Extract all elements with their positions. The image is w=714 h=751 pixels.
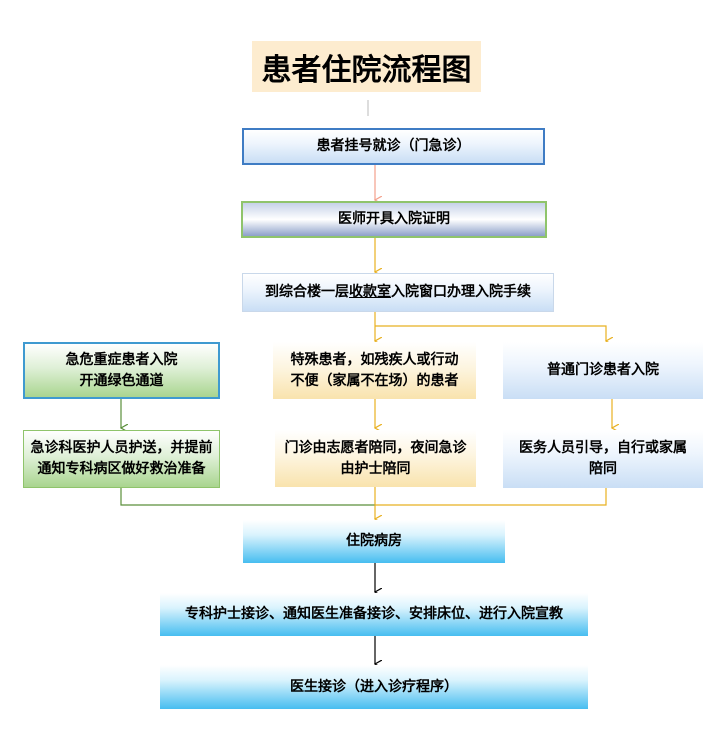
branch-special-action: 门诊由志愿者陪同，夜间急诊 由护士陪同 bbox=[275, 430, 476, 487]
branch-special-title: 特殊患者，如残疾人或行动 不便（家属不在场）的患者 bbox=[273, 342, 476, 399]
page-title: 患者住院流程图 bbox=[252, 41, 481, 92]
branch-emergency-action: 急诊科医护人员护送，并提前 通知专科病区做好救治准备 bbox=[23, 430, 220, 488]
branch-emergency-title: 急危重症患者入院 开通绿色通道 bbox=[23, 342, 220, 399]
arrow-admission-regular bbox=[375, 325, 606, 341]
step-admission-label: 到综合楼一层收款室入院窗口办理入院手续 bbox=[265, 282, 531, 303]
regular-title-label: 普通门诊患者入院 bbox=[547, 362, 659, 378]
special-action-line1: 门诊由志愿者陪同，夜间急诊 bbox=[284, 439, 467, 456]
step-nurse-label: 专科护士接诊、通知医生准备接诊、安排床位、进行入院宣教 bbox=[185, 606, 563, 622]
branch-regular-title: 普通门诊患者入院 bbox=[503, 342, 703, 399]
merge-regular bbox=[375, 488, 607, 506]
step-certificate-label: 医师开具入院证明 bbox=[338, 211, 450, 227]
emergency-action-line1: 急诊科医护人员护送，并提前 bbox=[30, 440, 213, 456]
step-nurse: 专科护士接诊、通知医生准备接诊、安排床位、进行入院宣教 bbox=[160, 593, 588, 636]
step-register-label: 患者挂号就诊（门急诊） bbox=[316, 138, 471, 154]
step-ward-label: 住院病房 bbox=[346, 533, 402, 549]
emergency-title-line2: 开通绿色通道 bbox=[79, 372, 164, 389]
merge-emergency bbox=[120, 488, 375, 506]
step-register: 患者挂号就诊（门急诊） bbox=[242, 128, 545, 165]
special-action-line2: 由护士陪同 bbox=[340, 460, 411, 477]
step-admission: 到综合楼一层收款室入院窗口办理入院手续 bbox=[242, 273, 554, 312]
step-certificate: 医师开具入院证明 bbox=[241, 201, 547, 238]
regular-action-line2: 陪同 bbox=[589, 461, 617, 477]
admission-suffix: 入院窗口办理入院手续 bbox=[391, 284, 531, 300]
emergency-title-line1: 急危重症患者入院 bbox=[65, 351, 178, 368]
emergency-action-line2: 通知专科病区做好救治准备 bbox=[37, 461, 206, 477]
step-ward: 住院病房 bbox=[243, 520, 505, 563]
regular-action-line1: 医务人员引导，自行或家属 bbox=[519, 440, 687, 456]
admission-prefix: 到综合楼一层 bbox=[265, 284, 349, 300]
branch-regular-action: 医务人员引导，自行或家属 陪同 bbox=[503, 430, 703, 488]
step-doctor: 医生接诊（进入诊疗程序） bbox=[160, 665, 588, 709]
special-title-line1: 特殊患者，如残疾人或行动 bbox=[290, 351, 459, 368]
admission-underlined: 收款室 bbox=[349, 284, 391, 300]
special-title-line2: 不便（家属不在场）的患者 bbox=[290, 372, 459, 389]
step-doctor-label: 医生接诊（进入诊疗程序） bbox=[290, 678, 458, 695]
